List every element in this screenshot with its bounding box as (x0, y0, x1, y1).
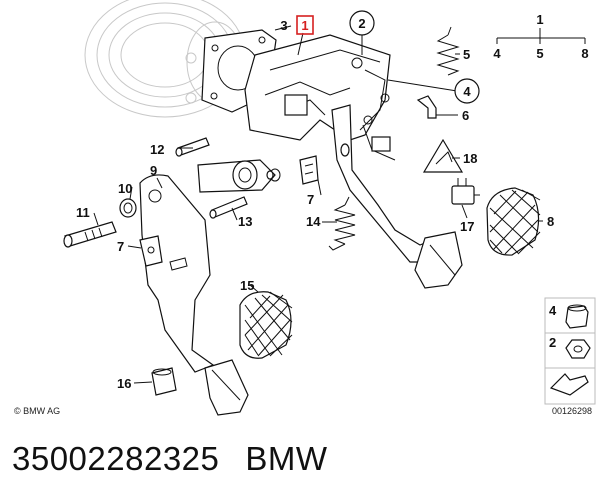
legend-item-2[interactable]: 2 (549, 335, 556, 350)
callout-15[interactable]: 15 (240, 278, 254, 293)
callout-17[interactable]: 17 (460, 219, 474, 234)
clip-7-middle (299, 155, 319, 185)
callout-10[interactable]: 10 (118, 181, 132, 196)
callout-6[interactable]: 6 (462, 108, 469, 123)
brake-pedal-arm (331, 104, 463, 289)
clutch-pedal-arm (139, 174, 249, 416)
callout-16[interactable]: 16 (117, 376, 131, 391)
cylinder-assembly (197, 159, 281, 193)
legend-item-4[interactable]: 4 (549, 303, 557, 318)
brand: BMW (245, 440, 328, 477)
arrow-icon (549, 373, 589, 396)
callout-3[interactable]: 3 (280, 18, 287, 33)
callout-4[interactable]: 4 (463, 84, 471, 99)
callout-1[interactable]: 1 (301, 18, 308, 33)
bolt-13 (209, 196, 248, 219)
callout-9[interactable]: 9 (150, 163, 157, 178)
tree-mid[interactable]: 5 (536, 46, 543, 61)
parts-diagram: 1 3 2 5 4 6 18 17 8 7 14 13 12 9 10 11 7… (14, 0, 596, 416)
part-number: 35002282325 (12, 440, 220, 477)
tree-right[interactable]: 8 (581, 46, 588, 61)
caption: 35002282325 BMW (12, 440, 354, 478)
assembly-tree: 1 4 5 8 (493, 12, 588, 61)
copyright: © BMW AG (14, 406, 60, 416)
callout-13[interactable]: 13 (238, 214, 252, 229)
callout-11[interactable]: 11 (76, 205, 90, 220)
sleeve-16 (151, 367, 177, 396)
legend-panel: 4 2 (544, 297, 596, 405)
callout-5[interactable]: 5 (463, 47, 470, 62)
callout-7-middle[interactable]: 7 (307, 192, 314, 207)
pedal-pad-8 (486, 187, 541, 256)
pedal-pad-15 (239, 291, 293, 359)
switch-17 (451, 178, 480, 205)
highlight-box (296, 15, 314, 35)
clip-7-left (139, 235, 163, 267)
pin-11 (63, 221, 117, 248)
callout-8[interactable]: 8 (547, 214, 554, 229)
callout-14[interactable]: 14 (306, 214, 321, 229)
callout-4-circle (454, 78, 480, 104)
callout-7-left[interactable]: 7 (117, 239, 124, 254)
tree-left[interactable]: 4 (493, 46, 501, 61)
tree-root[interactable]: 1 (536, 12, 543, 27)
callout-12[interactable]: 12 (150, 142, 164, 157)
warning-label-18 (422, 138, 464, 173)
pedal-bracket (244, 34, 391, 141)
leader-lines (93, 25, 543, 384)
sensor-clip-6 (416, 95, 437, 119)
image-number: 00126298 (552, 406, 592, 416)
spring-5 (436, 26, 460, 76)
callout-18[interactable]: 18 (463, 151, 477, 166)
callout-2[interactable]: 2 (358, 16, 365, 31)
washer-parts (266, 143, 350, 180)
callout-2-circle (349, 10, 375, 36)
bolt-12 (175, 137, 210, 157)
bushing-10 (119, 198, 137, 218)
spring-14 (328, 196, 356, 251)
